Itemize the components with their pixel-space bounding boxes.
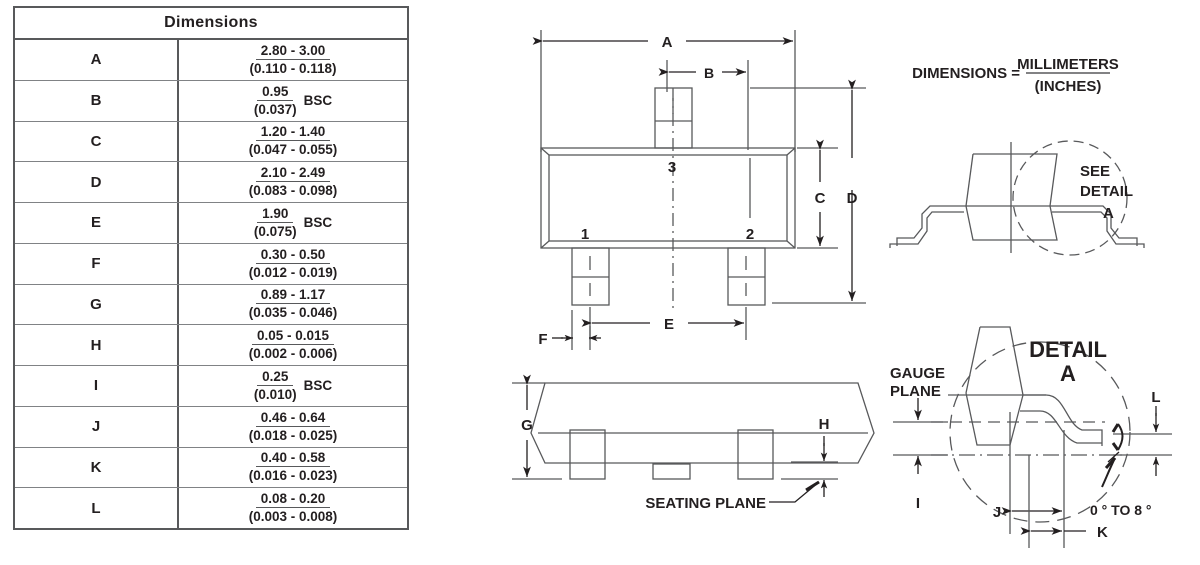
see-detail-line3: A [1103, 205, 1114, 222]
angle-label: 0 ° TO 8 ° [1090, 502, 1152, 518]
dimension-value: 2.80 - 3.00(0.110 - 0.118) [179, 40, 407, 80]
dimension-value: 0.05 - 0.015(0.002 - 0.006) [179, 325, 407, 365]
dimension-note: BSC [303, 93, 333, 109]
dimension-mm: 0.05 - 0.015 [251, 328, 335, 346]
dimension-mm: 0.89 - 1.17 [255, 287, 331, 305]
table-row: E 1.90(0.075) BSC [15, 203, 407, 244]
dimension-inch: (0.083 - 0.098) [248, 183, 338, 199]
dimension-inch: (0.035 - 0.046) [248, 305, 338, 321]
dimension-value: 0.25(0.010) BSC [179, 366, 407, 406]
dimension-symbol: H [15, 325, 179, 365]
dimension-value: 0.30 - 0.50(0.012 - 0.019) [179, 244, 407, 284]
dim-label-d: D [847, 190, 858, 207]
dim-label-k: K [1097, 524, 1108, 541]
see-detail-view [889, 140, 1145, 256]
see-detail-line1: SEE [1080, 163, 1110, 180]
detail-a-view [893, 326, 1172, 548]
see-detail-line2: DETAIL [1080, 183, 1133, 200]
dimension-value: 1.90(0.075) BSC [179, 203, 407, 243]
dimension-mm: 0.08 - 0.20 [255, 491, 331, 509]
dimension-mm: 2.80 - 3.00 [255, 43, 331, 60]
dimension-mm: 2.10 - 2.49 [255, 165, 331, 183]
dimension-mm: 0.30 - 0.50 [255, 247, 331, 264]
dimension-symbol: A [15, 40, 179, 80]
dim-label-i: I [916, 495, 920, 512]
dimension-symbol: G [15, 284, 179, 325]
table-row: B 0.95(0.037) BSC [15, 80, 407, 122]
dimension-inch: (0.010) [253, 386, 297, 402]
dimension-inch: (0.075) [253, 223, 297, 239]
top-view-drawing [532, 30, 866, 350]
dimension-symbol: C [15, 121, 179, 162]
dimension-inch: (0.003 - 0.008) [248, 509, 338, 525]
dim-label-b: B [704, 65, 714, 81]
dimension-symbol: I [15, 366, 179, 406]
dimension-mm: 0.95 [257, 84, 294, 101]
dimension-mm: 1.20 - 1.40 [255, 124, 331, 142]
dimension-inch: (0.016 - 0.023) [248, 468, 338, 484]
gauge-plane-line1: GAUGE [890, 365, 945, 382]
pin-label-2: 2 [746, 226, 754, 243]
dimension-value: 0.89 - 1.17(0.035 - 0.046) [179, 285, 407, 325]
units-note-numerator: MILLIMETERS [1017, 56, 1119, 73]
detail-a-title-line2: A [1060, 361, 1076, 386]
dimension-inch: (0.018 - 0.025) [248, 427, 338, 443]
dim-label-f: F [538, 331, 547, 348]
dimension-inch: (0.047 - 0.055) [248, 142, 338, 158]
dimension-mm: 0.25 [257, 369, 294, 386]
dimension-symbol: K [15, 447, 179, 488]
units-note-denominator: (INCHES) [1035, 78, 1102, 95]
table-row: I 0.25(0.010) BSC [15, 366, 407, 407]
units-note-prefix: DIMENSIONS = [912, 65, 1020, 82]
dimension-mm: 1.90 [257, 206, 294, 223]
dimension-symbol: D [15, 162, 179, 202]
dimension-symbol: F [15, 243, 179, 284]
seating-plane-label: SEATING PLANE [645, 495, 766, 512]
dim-label-e: E [664, 316, 674, 333]
dimension-value: 2.10 - 2.49(0.083 - 0.098) [179, 162, 407, 202]
dim-label-g: G [521, 417, 533, 434]
dimension-symbol: B [15, 80, 179, 121]
dimension-note: BSC [303, 215, 333, 231]
dimension-note: BSC [303, 378, 333, 394]
side-view-drawing [512, 374, 875, 503]
dim-label-h: H [819, 416, 830, 433]
gauge-plane-line2: PLANE [890, 383, 941, 400]
dimension-symbol: L [15, 488, 179, 528]
pin-label-3: 3 [668, 159, 676, 176]
dimension-value: 0.08 - 0.20(0.003 - 0.008) [179, 488, 407, 528]
detail-a-title-line1: DETAIL [1029, 337, 1107, 362]
dim-label-l: L [1151, 389, 1160, 406]
dimension-symbol: E [15, 203, 179, 243]
dimension-inch: (0.037) [253, 101, 297, 117]
table-title: Dimensions [15, 8, 407, 40]
dim-label-a: A [662, 34, 673, 51]
dimension-inch: (0.110 - 0.118) [249, 60, 337, 76]
dimension-inch: (0.012 - 0.019) [248, 264, 338, 280]
dimension-mm: 0.46 - 0.64 [255, 410, 331, 427]
dimension-mm: 0.40 - 0.58 [255, 450, 331, 468]
dim-label-c: C [815, 190, 826, 207]
dimension-value: 0.95(0.037) BSC [179, 81, 407, 121]
dimension-inch: (0.002 - 0.006) [248, 346, 338, 362]
dimension-value: 0.46 - 0.64(0.018 - 0.025) [179, 407, 407, 447]
dimension-symbol: J [15, 406, 179, 447]
pin-label-1: 1 [581, 226, 589, 243]
dim-label-j: J [993, 504, 1001, 521]
dimension-value: 0.40 - 0.58(0.016 - 0.023) [179, 448, 407, 488]
dimension-value: 1.20 - 1.40(0.047 - 0.055) [179, 122, 407, 162]
